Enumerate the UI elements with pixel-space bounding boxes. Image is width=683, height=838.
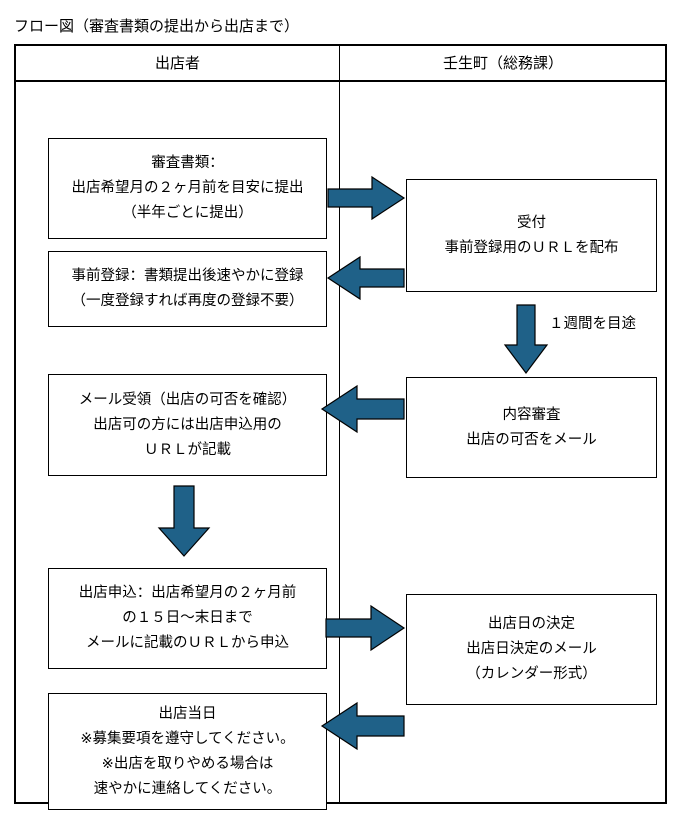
process-box-content-review: 内容審査 出店の可否をメール [406,377,657,478]
arrow-left-icon-kettei-to-toujitsu [320,701,405,751]
process-box-reception: 受付 事前登録用のＵＲＬを配布 [406,179,657,292]
box-line: 出店希望月の２ヶ月前を目安に提出 [71,180,304,196]
box-line: ※募集要項を遵守してください。 [80,730,295,747]
box-line: メール受領（出店の可否を確認） [78,391,297,408]
arrow-down-icon-mail-to-moushikomi [157,485,211,557]
box-line: 出店日決定のメール [466,641,597,657]
flowchart-table: 出店者 壬生町（総務課） 審査書類： 出店希望月の２ヶ月前を目安に提出 （半年ご… [14,44,667,810]
box-line: （カレンダー形式） [466,666,597,682]
box-line: 出店申込：出店希望月の２ヶ月前 [78,585,297,601]
arrow-right-icon-shinsa-to-uketsuke [327,175,406,221]
box-line: 出店の可否をメール [466,431,597,448]
arrow-left-icon-naiyou-to-mail [320,384,405,434]
process-box-booth-application: 出店申込：出店希望月の２ヶ月前 の１５日～末日まで メールに記載のＵＲＬから申込 [48,568,327,669]
table-header-row: 出店者 壬生町（総務課） [16,46,665,82]
box-line: （半年ごとに提出） [122,205,253,221]
box-line: 出店当日 [158,705,217,722]
arrow-label-one-week: １週間を目途 [549,316,636,332]
process-box-mail-received: メール受領（出店の可否を確認） 出店可の方には出店申込用の ＵＲＬが記載 [48,374,327,476]
box-line: 受付 [517,214,546,231]
process-box-date-decision: 出店日の決定 出店日決定のメール （カレンダー形式） [406,594,657,705]
box-line: 事前登録用のＵＲＬを配布 [444,239,619,256]
process-box-pre-registration: 事前登録：書類提出後速やかに登録 （一度登録すれば再度の登録不要） [48,251,327,327]
column-divider [339,46,340,802]
box-line: ＵＲＬが記載 [144,441,231,458]
box-line: 速やかに連絡してください。 [93,780,282,797]
box-line: の１５日～末日まで [122,610,253,626]
box-line: 事前登録：書類提出後速やかに登録 [71,268,304,284]
figure-caption: フロー図（審査書類の提出から出店まで） [14,18,300,35]
box-line: 内容審査 [502,406,561,423]
column-header-applicant: 出店者 [154,55,200,72]
process-box-screening-documents: 審査書類： 出店希望月の２ヶ月前を目安に提出 （半年ごとに提出） [48,138,327,239]
box-line: メールに記載のＵＲＬから申込 [86,635,289,651]
column-header-town: 壬生町（総務課） [442,55,563,72]
box-line: 出店日の決定 [488,616,575,632]
box-line: ※出店を取りやめる場合は [101,755,274,772]
arrow-left-icon-uketsuke-to-jizen [326,255,405,301]
box-line: 出店可の方には出店申込用の [93,416,282,433]
process-box-event-day: 出店当日 ※募集要項を遵守してください。 ※出店を取りやめる場合は 速やかに連絡… [48,693,327,810]
arrow-down-icon-uketsuke-to-naiyou [503,304,549,374]
arrow-right-icon-moushikomi-to-kettei [325,604,406,652]
box-line: （一度登録すれば再度の登録不要） [71,293,304,309]
box-line: 審査書類： [151,155,224,171]
